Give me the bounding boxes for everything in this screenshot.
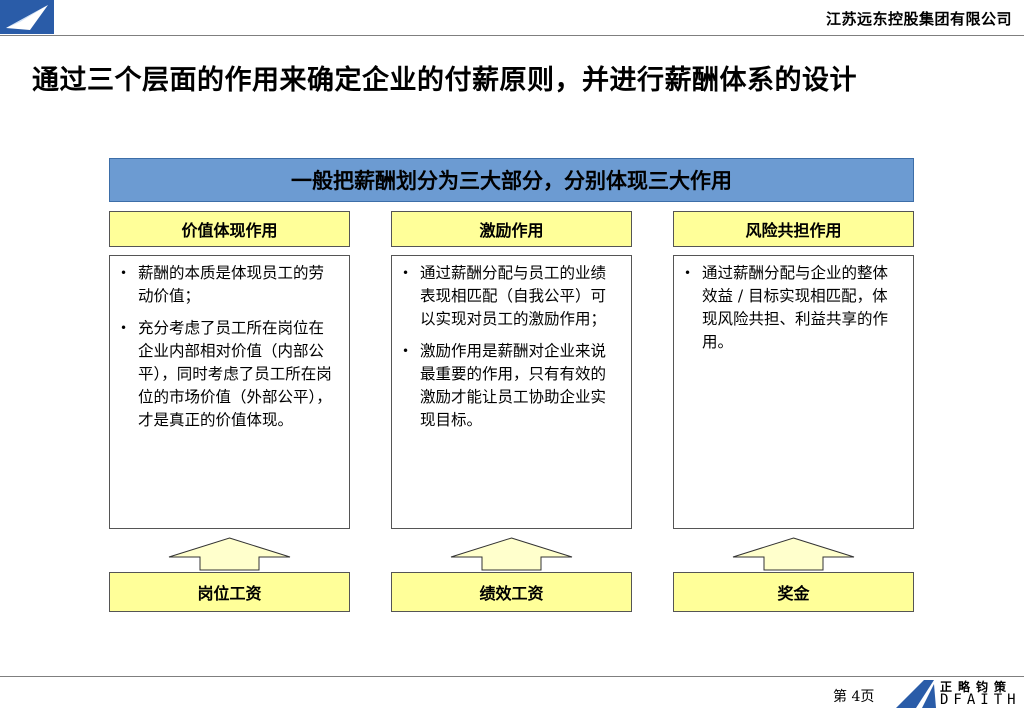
column-heading-risk: 风险共担作用 xyxy=(673,211,914,247)
brand-name-cn: 正略钧策 xyxy=(940,680,1013,694)
footer-box-bonus: 奖金 xyxy=(673,572,914,612)
column-body-incentive: •通过薪酬分配与员工的业绩表现相匹配（自我公平）可以实现对员工的激励作用； •激… xyxy=(391,255,632,529)
up-arrow-icon xyxy=(168,537,291,571)
footer-box-performance-pay: 绩效工资 xyxy=(391,572,632,612)
summary-banner: 一般把薪酬划分为三大部分，分别体现三大作用 xyxy=(109,158,914,202)
column-heading-incentive: 激励作用 xyxy=(391,211,632,247)
column-body-value: •薪酬的本质是体现员工的劳动价值； •充分考虑了员工所在岗位在企业内部相对价值（… xyxy=(109,255,350,529)
footer-box-base-salary: 岗位工资 xyxy=(109,572,350,612)
column-body-risk: •通过薪酬分配与企业的整体效益 / 目标实现相匹配，体现风险共担、利益共享的作用… xyxy=(673,255,914,529)
up-arrow-icon xyxy=(450,537,573,571)
company-name: 江苏远东控股集团有限公司 xyxy=(825,10,1012,28)
list-item: •激励作用是薪酬对企业来说最重要的作用，只有有效的激励才能让员工协助企业实现目标… xyxy=(402,342,607,429)
list-item: •通过薪酬分配与员工的业绩表现相匹配（自我公平）可以实现对员工的激励作用； xyxy=(402,264,607,328)
brand-logo-icon xyxy=(896,680,936,708)
footer-divider xyxy=(0,676,1024,677)
up-arrow-icon xyxy=(732,537,855,571)
list-item: •通过薪酬分配与企业的整体效益 / 目标实现相匹配，体现风险共担、利益共享的作用… xyxy=(684,264,889,351)
column-heading-value: 价值体现作用 xyxy=(109,211,350,247)
list-item: •充分考虑了员工所在岗位在企业内部相对价值（内部公平），同时考虑了员工所在岗位的… xyxy=(120,319,332,429)
company-logo-icon xyxy=(0,0,54,34)
list-item: •薪酬的本质是体现员工的劳动价值； xyxy=(120,264,325,305)
brand-name-en: DFAITH xyxy=(940,692,1021,708)
page-number: 第 4页 xyxy=(833,689,875,705)
header-divider xyxy=(0,35,1024,36)
page-title: 通过三个层面的作用来确定企业的付薪原则，并进行薪酬体系的设计 xyxy=(32,65,857,96)
